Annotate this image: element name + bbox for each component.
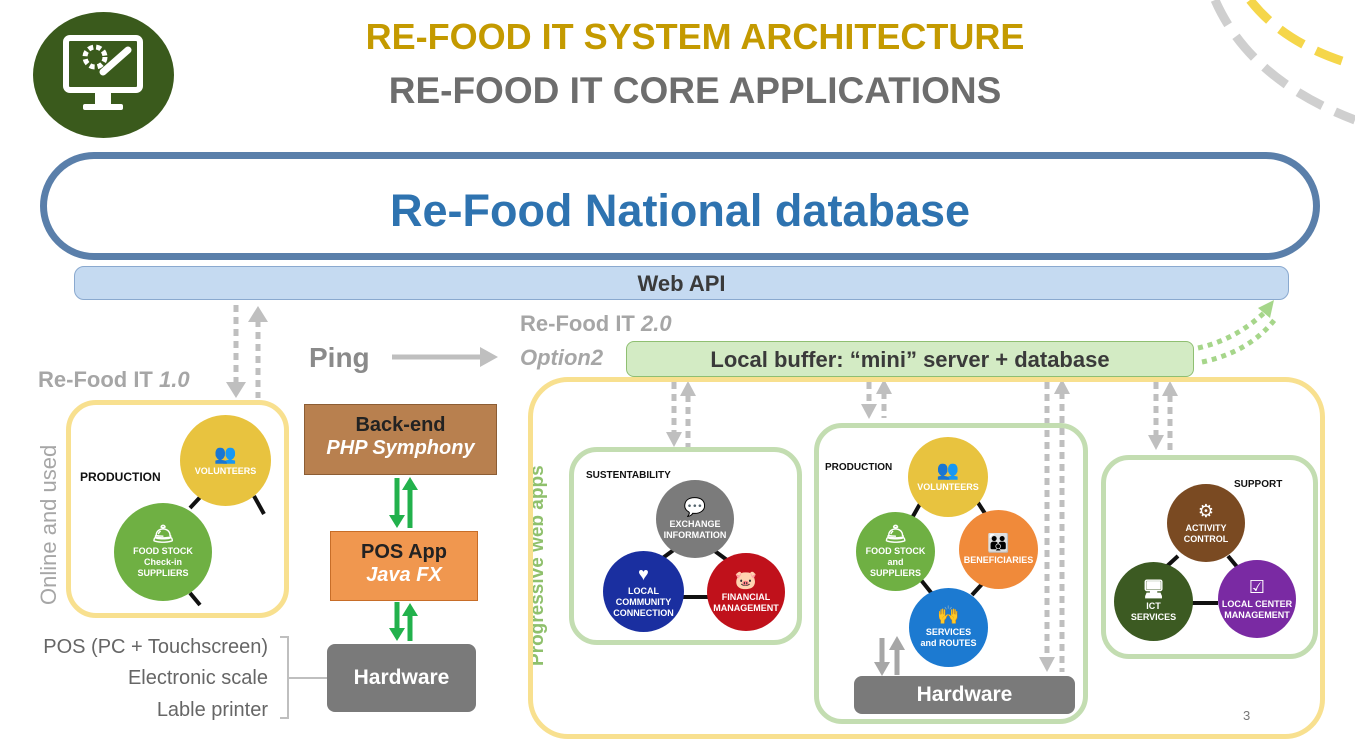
production-volunteers-circle: 👥 VOLUNTEERS xyxy=(908,437,988,517)
option-label: Option2 xyxy=(520,345,604,370)
production-frame xyxy=(814,423,1088,724)
v1-food-stock-circle: 🛎 FOOD STOCK Check-in SUPPLIERS xyxy=(114,503,212,601)
exchange-information-circle: 💬 EXCHANGE INFORMATION xyxy=(656,480,734,558)
hardware-box-pos: Hardware xyxy=(327,644,476,712)
sustentability-section-label: SUSTENTABILITY xyxy=(586,470,671,481)
sustentability-frame xyxy=(569,447,802,645)
subtitle: RE-FOOD IT CORE APPLICATIONS xyxy=(388,70,1002,111)
cheering-people-icon: 🙌 xyxy=(937,605,960,625)
national-database-label: Re-Food National database xyxy=(389,185,971,236)
refood-v2-frame xyxy=(528,377,1325,739)
production-food-stock-circle: 🛎 FOOD STOCK and SUPPLIERS xyxy=(856,512,935,591)
main-title: RE-FOOD IT SYSTEM ARCHITECTURE xyxy=(365,16,1025,57)
heart-icon: ♥ xyxy=(638,563,649,584)
services-routes-circle: 🙌 SERVICES and ROUTES xyxy=(909,588,988,667)
logo xyxy=(33,12,174,138)
people-icon: 👥 xyxy=(936,460,960,480)
waiter-icon: 🛎 xyxy=(151,524,175,544)
page-number: 3 xyxy=(1243,708,1251,723)
v1-volunteers-circle: 👥 VOLUNTEERS xyxy=(180,415,271,506)
backend-box: Back-end PHP Symphony xyxy=(304,404,497,475)
waiter-icon: 🛎 xyxy=(884,523,907,544)
support-frame xyxy=(1101,455,1318,659)
online-and-used-label: Online and used xyxy=(36,444,61,605)
chat-icon: 💬 xyxy=(683,496,707,517)
family-icon: 👪 xyxy=(987,532,1010,553)
checklist-icon: ☑ xyxy=(1248,576,1266,597)
ict-services-circle: 🖥 ICT SERVICES xyxy=(1114,562,1193,641)
refood-v1-label: Re-Food IT 1.0 xyxy=(38,367,190,392)
monitor-gear-icon xyxy=(63,35,143,110)
local-center-management-circle: ☑ LOCAL CENTER MANAGEMENT xyxy=(1218,560,1296,638)
support-section-label: SUPPORT xyxy=(1234,479,1283,490)
people-icon: 👥 xyxy=(214,443,237,464)
gears-icon: ⚙ xyxy=(1197,500,1215,521)
v1-section-production: PRODUCTION xyxy=(80,470,161,484)
production-section-label: PRODUCTION xyxy=(825,462,893,473)
national-database-frame xyxy=(40,152,1320,260)
refood-v1-frame xyxy=(66,400,289,618)
pos-list-item: POS (PC + Touchscreen) xyxy=(43,636,268,658)
pos-list-item: Electronic scale xyxy=(127,667,268,689)
activity-control-circle: ⚙ ACTIVITY CONTROL xyxy=(1167,484,1245,562)
web-api-bar: Web API xyxy=(74,266,1289,300)
presentation-icon: 🖥 xyxy=(1142,579,1165,599)
local-buffer-bar: Local buffer: “mini” server + database xyxy=(626,341,1194,377)
pos-list-item: Lable printer xyxy=(156,699,268,721)
refood-v2-label: Re-Food IT 2.0 xyxy=(520,311,672,336)
ping-label: Ping xyxy=(309,342,370,373)
beneficiaries-circle: 👪 BENEFICIARIES xyxy=(959,510,1038,589)
local-community-circle: ♥ LOCAL COMMUNITY CONNECTION xyxy=(603,551,684,632)
hardware-box-production: Hardware xyxy=(854,676,1075,714)
piggy-bank-icon: 🐷 xyxy=(734,569,758,590)
pos-app-box: POS App Java FX xyxy=(330,531,478,601)
financial-management-circle: 🐷 FINANCIAL MANAGEMENT xyxy=(707,553,785,631)
